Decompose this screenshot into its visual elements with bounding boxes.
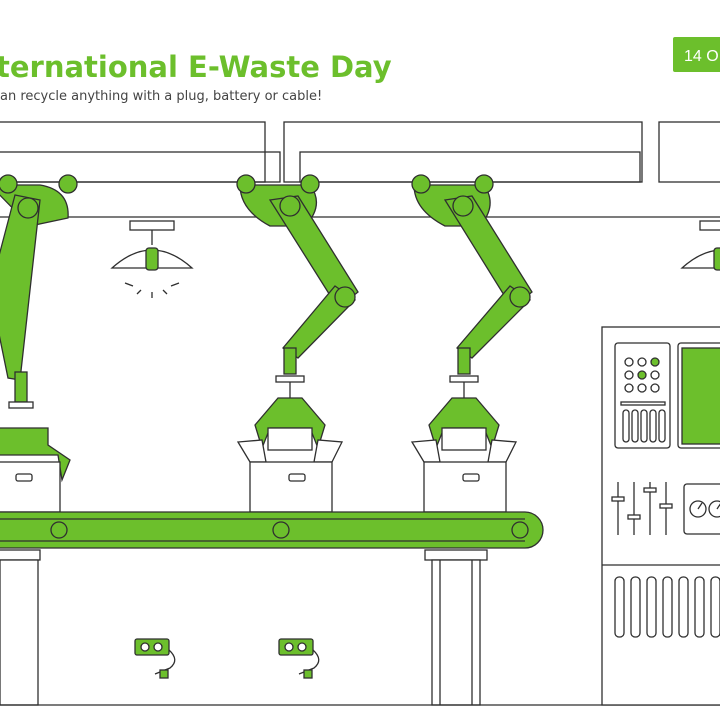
power-strip bbox=[134, 638, 176, 679]
panel-sliders bbox=[611, 482, 673, 535]
power-strip bbox=[278, 638, 320, 679]
ceiling-rails bbox=[0, 121, 720, 218]
robot-arm bbox=[411, 174, 533, 451]
panel-vents bbox=[614, 576, 720, 638]
svg-text:14 O: 14 O bbox=[684, 48, 719, 65]
cardboard-box bbox=[410, 439, 518, 513]
gauge bbox=[708, 500, 720, 518]
conveyor-belt bbox=[0, 511, 720, 706]
subtitle: an recycle anything with a plug, battery… bbox=[0, 89, 322, 104]
panel-buttons bbox=[620, 357, 666, 443]
cardboard-box bbox=[0, 461, 61, 513]
date-badge: 14 O bbox=[673, 37, 720, 72]
control-panel bbox=[601, 326, 720, 706]
ceiling-lamp bbox=[680, 220, 720, 271]
panel-screen bbox=[681, 347, 720, 445]
robot-arm bbox=[0, 174, 78, 483]
ceiling-lamp bbox=[110, 220, 194, 298]
page-title: ternational E-Waste Day bbox=[0, 50, 392, 84]
cardboard-box bbox=[236, 439, 344, 513]
robot-arm bbox=[236, 174, 359, 451]
